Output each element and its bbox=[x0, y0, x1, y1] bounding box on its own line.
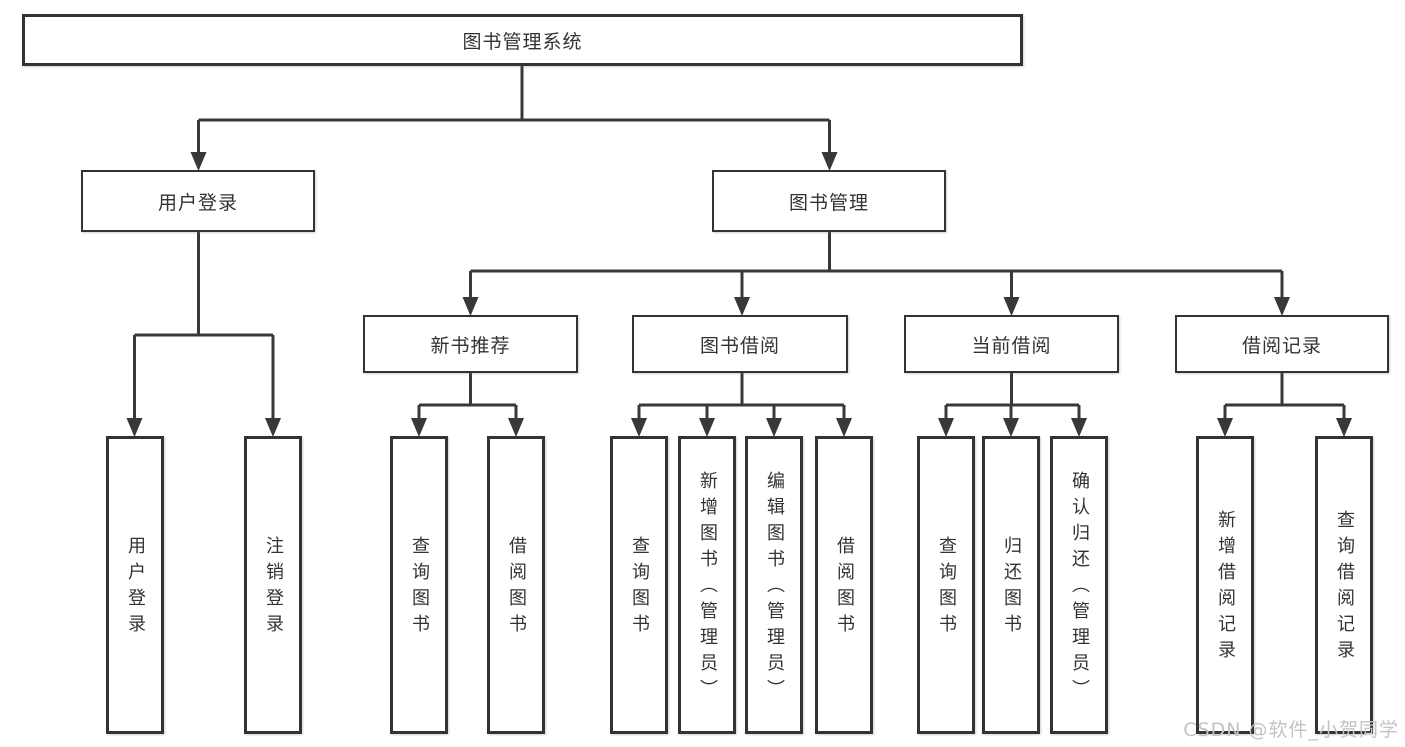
watermark-text: CSDN @软件_小贺同学 bbox=[1183, 719, 1399, 741]
node-new-book-recommend: 新书推荐 bbox=[363, 315, 578, 373]
leaf-query-books-borrow: 查询图书 bbox=[610, 436, 668, 734]
node-book-management-branch: 图书管理 bbox=[712, 170, 946, 232]
node-book-borrow: 图书借阅 bbox=[632, 315, 848, 373]
leaf-confirm-return-admin: 确认归还（管理员） bbox=[1050, 436, 1108, 734]
leaf-query-books-recommend: 查询图书 bbox=[390, 436, 448, 734]
leaf-user-login: 用户登录 bbox=[106, 436, 164, 734]
node-current-borrow: 当前借阅 bbox=[904, 315, 1119, 373]
node-borrow-records: 借阅记录 bbox=[1175, 315, 1389, 373]
leaf-logout: 注销登录 bbox=[244, 436, 302, 734]
node-user-login-branch: 用户登录 bbox=[81, 170, 315, 232]
leaf-add-borrow-record: 新增借阅记录 bbox=[1196, 436, 1254, 734]
leaf-borrow-books-recommend: 借阅图书 bbox=[487, 436, 545, 734]
leaf-return-books: 归还图书 bbox=[982, 436, 1040, 734]
leaf-query-books-current: 查询图书 bbox=[917, 436, 975, 734]
leaf-add-books-admin: 新增图书（管理员） bbox=[678, 436, 736, 734]
leaf-borrow-books: 借阅图书 bbox=[815, 436, 873, 734]
leaf-edit-books-admin: 编辑图书（管理员） bbox=[745, 436, 803, 734]
node-library-system: 图书管理系统 bbox=[22, 14, 1023, 66]
leaf-query-borrow-record: 查询借阅记录 bbox=[1315, 436, 1373, 734]
